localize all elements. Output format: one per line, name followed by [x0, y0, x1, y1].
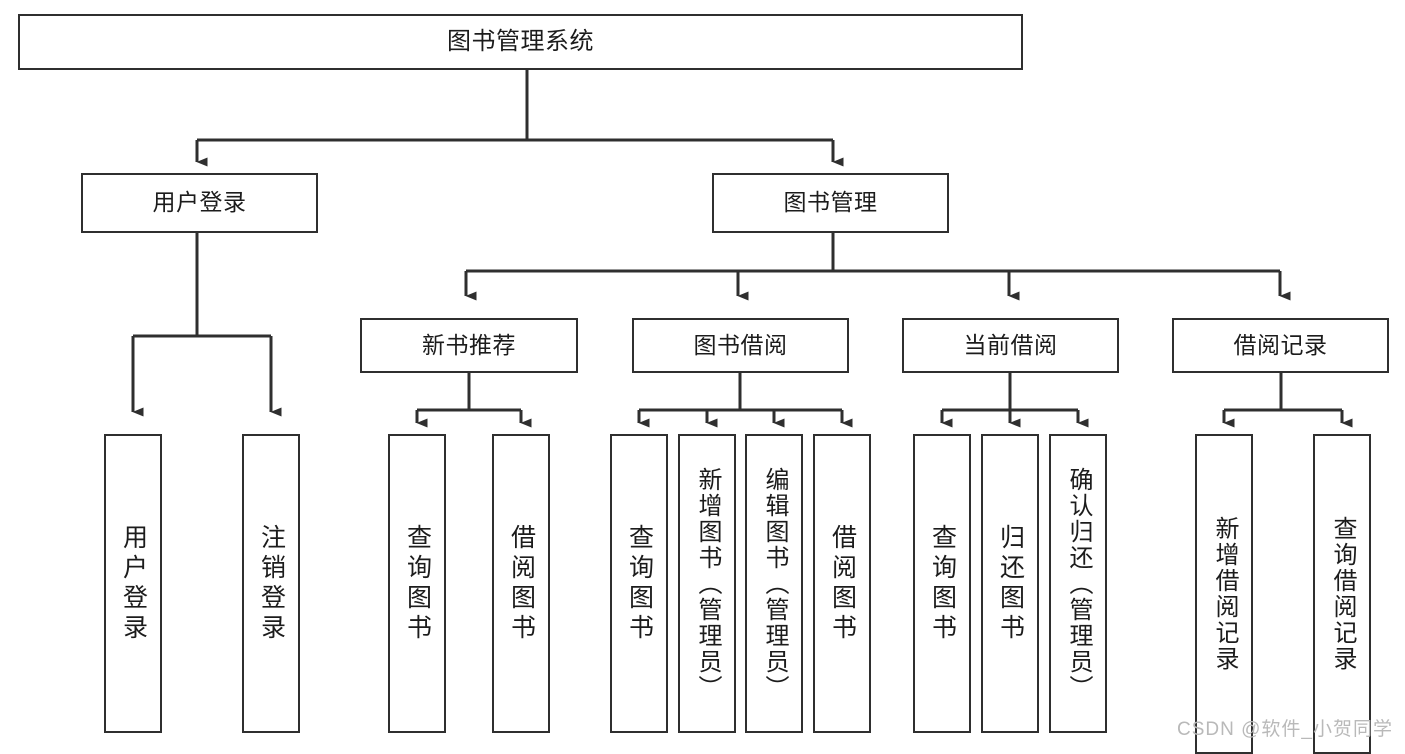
- node-label: 新增借阅记录: [1211, 516, 1238, 672]
- node-label: 注销登录: [257, 523, 286, 644]
- node-label: 借阅图书: [507, 523, 536, 644]
- leaf-borrow-record-query-record[interactable]: 查询借阅记录: [1313, 434, 1371, 754]
- node-label: 图书借阅: [693, 331, 788, 358]
- node-label: 新书推荐: [422, 331, 516, 358]
- node-label: 查询图书: [625, 523, 654, 644]
- node-book-borrow[interactable]: 图书借阅: [632, 318, 849, 373]
- node-label: 图书管理: [783, 189, 878, 216]
- leaf-user-login-logout[interactable]: 注销登录: [242, 434, 300, 733]
- node-label: 当前借阅: [963, 331, 1058, 358]
- leaf-current-borrow-return-book[interactable]: 归还图书: [981, 434, 1039, 733]
- node-borrow-record[interactable]: 借阅记录: [1172, 318, 1389, 373]
- node-label: 查询借阅记录: [1329, 516, 1356, 672]
- node-book-management[interactable]: 图书管理: [712, 173, 949, 233]
- node-label: 归还图书: [996, 523, 1025, 644]
- node-label: 用户登录: [152, 189, 247, 216]
- leaf-current-borrow-confirm-return-admin[interactable]: 确认归还（管理员）: [1049, 434, 1107, 733]
- leaf-book-borrow-add-book-admin[interactable]: 新增图书（管理员）: [678, 434, 736, 733]
- leaf-borrow-record-add-record[interactable]: 新增借阅记录: [1195, 434, 1253, 754]
- node-root-book-management-system[interactable]: 图书管理系统: [18, 14, 1023, 70]
- leaf-book-borrow-edit-book-admin[interactable]: 编辑图书（管理员）: [745, 434, 803, 733]
- node-label: 用户登录: [119, 523, 148, 644]
- node-label: 借阅图书: [828, 523, 857, 644]
- leaf-new-book-query-book[interactable]: 查询图书: [388, 434, 446, 733]
- node-label: 借阅记录: [1233, 331, 1328, 358]
- node-label: 图书管理系统: [447, 27, 594, 55]
- node-new-book-recommend[interactable]: 新书推荐: [360, 318, 578, 373]
- node-label: 新增图书（管理员）: [694, 466, 721, 701]
- node-current-borrow[interactable]: 当前借阅: [902, 318, 1119, 373]
- node-label: 确认归还（管理员）: [1065, 466, 1092, 701]
- node-user-login[interactable]: 用户登录: [81, 173, 318, 233]
- node-label: 查询图书: [928, 523, 957, 644]
- leaf-new-book-borrow-book[interactable]: 借阅图书: [492, 434, 550, 733]
- leaf-book-borrow-query-book[interactable]: 查询图书: [610, 434, 668, 733]
- leaf-book-borrow-borrow-book[interactable]: 借阅图书: [813, 434, 871, 733]
- node-label: 编辑图书（管理员）: [761, 466, 788, 701]
- node-label: 查询图书: [403, 523, 432, 644]
- leaf-user-login-login[interactable]: 用户登录: [104, 434, 162, 733]
- leaf-current-borrow-query-book[interactable]: 查询图书: [913, 434, 971, 733]
